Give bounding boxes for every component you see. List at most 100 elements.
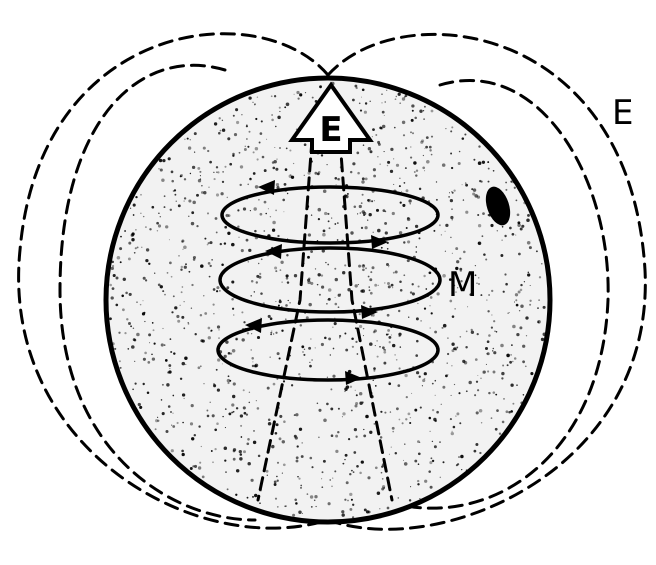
speckle-dot	[392, 431, 394, 433]
speckle-dot	[173, 295, 175, 297]
speckle-dot	[488, 294, 490, 296]
speckle-dot	[231, 298, 234, 301]
speckle-dot	[459, 151, 461, 153]
speckle-dot	[381, 472, 383, 474]
speckle-dot	[184, 201, 185, 202]
speckle-dot	[451, 432, 454, 435]
speckle-dot	[506, 410, 509, 413]
speckle-dot	[199, 462, 201, 464]
speckle-dot	[361, 97, 362, 98]
speckle-dot	[497, 230, 498, 231]
speckle-dot	[436, 292, 439, 295]
speckle-dot	[288, 300, 289, 301]
speckle-dot	[475, 443, 478, 446]
speckle-dot	[491, 315, 492, 316]
speckle-dot	[332, 375, 335, 378]
speckle-dot	[220, 130, 222, 132]
speckle-dot	[432, 460, 434, 462]
speckle-dot	[499, 432, 501, 434]
speckle-dot	[417, 303, 418, 304]
speckle-dot	[338, 306, 340, 308]
speckle-dot	[214, 178, 216, 180]
speckle-dot	[128, 242, 131, 245]
speckle-dot	[387, 507, 390, 510]
speckle-dot	[517, 213, 520, 216]
speckle-dot	[399, 178, 400, 179]
speckle-dot	[171, 171, 174, 174]
speckle-dot	[512, 233, 515, 236]
speckle-dot	[424, 307, 426, 309]
speckle-dot	[408, 317, 409, 318]
speckle-dot	[488, 168, 490, 170]
speckle-dot	[133, 204, 136, 207]
speckle-dot	[323, 230, 326, 233]
speckle-dot	[127, 348, 129, 350]
speckle-dot	[181, 266, 183, 268]
speckle-dot	[389, 265, 390, 266]
speckle-dot	[361, 460, 364, 463]
speckle-dot	[228, 412, 231, 415]
speckle-dot	[335, 297, 336, 298]
speckle-dot	[391, 334, 392, 335]
speckle-dot	[415, 354, 418, 357]
speckle-dot	[279, 415, 282, 418]
speckle-dot	[217, 389, 220, 392]
speckle-dot	[236, 338, 238, 340]
speckle-dot	[410, 131, 412, 133]
speckle-dot	[520, 304, 523, 307]
speckle-dot	[275, 301, 276, 302]
speckle-dot	[172, 425, 175, 428]
speckle-dot	[164, 195, 166, 197]
speckle-dot	[350, 231, 353, 234]
speckle-dot	[162, 159, 165, 162]
speckle-dot	[149, 342, 150, 343]
speckle-dot	[397, 384, 400, 387]
speckle-dot	[351, 338, 354, 341]
speckle-dot	[162, 328, 163, 329]
speckle-dot	[310, 495, 313, 498]
speckle-dot	[450, 199, 453, 202]
speckle-dot	[396, 359, 398, 361]
speckle-dot	[314, 500, 316, 502]
speckle-dot	[279, 357, 280, 358]
speckle-dot	[396, 96, 397, 97]
speckle-dot	[328, 288, 332, 292]
speckle-dot	[325, 262, 326, 263]
speckle-dot	[279, 107, 281, 109]
speckle-dot	[196, 225, 198, 227]
speckle-dot	[308, 303, 311, 306]
speckle-dot	[176, 315, 179, 318]
speckle-dot	[191, 284, 193, 286]
speckle-dot	[287, 281, 289, 283]
speckle-dot	[188, 322, 189, 323]
speckle-dot	[380, 436, 383, 439]
speckle-dot	[417, 483, 419, 485]
speckle-dot	[126, 318, 128, 320]
speckle-dot	[289, 175, 292, 178]
speckle-dot	[382, 346, 385, 349]
speckle-dot	[337, 178, 340, 181]
speckle-dot	[111, 296, 114, 299]
speckle-dot	[222, 416, 223, 417]
speckle-dot	[381, 94, 382, 95]
speckle-dot	[169, 368, 170, 369]
speckle-dot	[310, 282, 313, 285]
speckle-dot	[120, 236, 122, 238]
speckle-dot	[284, 106, 286, 108]
speckle-dot	[359, 205, 362, 208]
speckle-dot	[178, 204, 181, 207]
speckle-dot	[401, 191, 402, 192]
speckle-dot	[272, 161, 275, 164]
speckle-dot	[135, 383, 137, 385]
speckle-dot	[275, 210, 277, 212]
speckle-dot	[529, 304, 531, 306]
speckle-dot	[361, 289, 365, 293]
speckle-dot	[224, 242, 226, 244]
speckle-dot	[249, 392, 250, 393]
speckle-dot	[248, 96, 251, 99]
speckle-dot	[404, 443, 405, 444]
speckle-dot	[241, 436, 243, 438]
speckle-dot	[390, 148, 393, 151]
speckle-dot	[516, 304, 519, 307]
speckle-dot	[365, 267, 367, 269]
